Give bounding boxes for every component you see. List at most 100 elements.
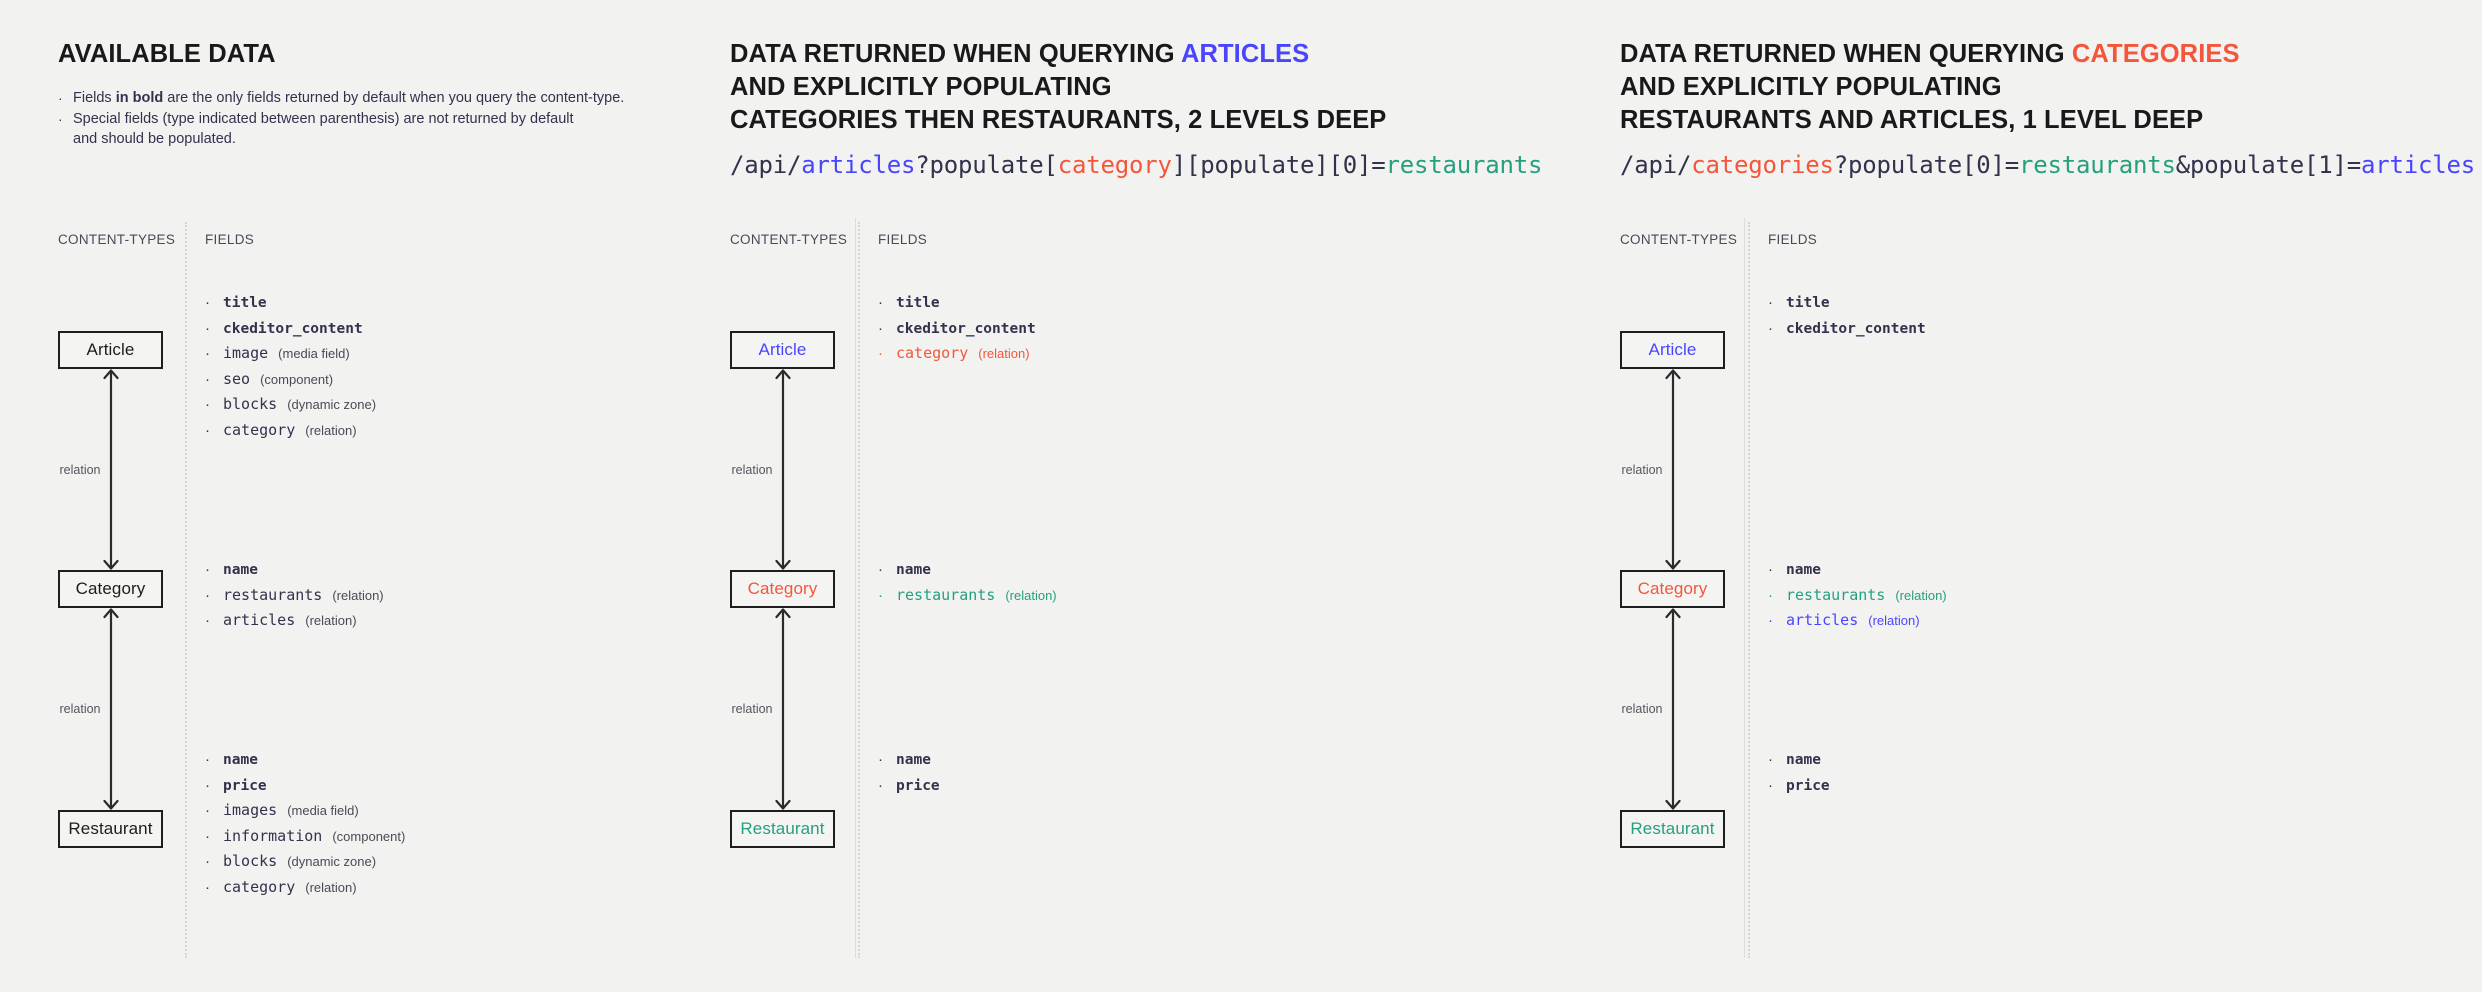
relation-arrow	[99, 369, 123, 570]
field-row: ·title	[205, 290, 376, 316]
field-name: blocks	[223, 395, 278, 413]
column-label-content-types: CONTENT-TYPES	[58, 232, 176, 247]
content-type-node-restaurant[interactable]: Restaurant	[730, 810, 835, 848]
bullet-icon: ·	[205, 586, 210, 604]
bullet-icon: ·	[878, 319, 883, 337]
field-row: ·name	[878, 557, 1057, 583]
bullet-icon: ·	[878, 776, 883, 794]
bullet-icon: ·	[1768, 319, 1773, 337]
relation-arrow	[771, 369, 795, 570]
bullet-icon: ·	[205, 878, 210, 896]
field-type: (relation)	[305, 422, 357, 438]
heading-segment: AND EXPLICITLY POPULATING	[1620, 73, 2002, 101]
bullet-icon: ·	[1768, 586, 1773, 604]
relation-label: relation	[731, 462, 773, 477]
content-type-node-article[interactable]: Article	[58, 331, 163, 369]
field-list-restaurant: ·name·price·images(media field)·informat…	[205, 747, 405, 900]
bullet-icon: ·	[205, 802, 210, 819]
column-label-content-types: CONTENT-TYPES	[1620, 232, 1738, 247]
field-name: category	[223, 877, 296, 896]
field-name: title	[1786, 295, 1830, 311]
field-type: (relation)	[1868, 613, 1920, 628]
bullet-icon: ·	[205, 319, 210, 337]
url-segment: categories	[1691, 151, 1834, 179]
field-type: (media field)	[287, 803, 359, 818]
field-row: · restaurants (relation)	[1768, 583, 1947, 609]
api-endpoint-url: /api/articles?populate[category][populat…	[730, 150, 1542, 180]
field-row: ·name	[205, 557, 384, 583]
field-type: (media field)	[278, 346, 350, 361]
field-list-restaurant: ·name·price	[1768, 747, 1830, 798]
relation-label: relation	[1621, 462, 1663, 477]
field-name: restaurants	[1786, 585, 1886, 604]
field-list-category: ·name·restaurants(relation)·articles(rel…	[1768, 557, 1947, 634]
field-name: images	[223, 801, 278, 819]
field-row: ·name	[1768, 747, 1830, 773]
column-dotted-divider	[858, 222, 860, 958]
field-type: (component)	[332, 828, 406, 844]
field-type: (component)	[260, 371, 334, 387]
content-type-node-article[interactable]: Article	[1620, 331, 1725, 369]
legend-note: ·Fields in bold are the only fields retu…	[58, 88, 624, 109]
field-type: (relation)	[1005, 587, 1057, 603]
content-type-node-category[interactable]: Category	[58, 570, 163, 608]
field-name: price	[223, 777, 267, 794]
bullet-icon: ·	[205, 421, 210, 439]
content-type-node-category[interactable]: Category	[1620, 570, 1725, 608]
content-type-node-article[interactable]: Article	[730, 331, 835, 369]
url-segment: /api/	[730, 151, 802, 179]
url-segment: ?populate[	[915, 151, 1058, 179]
url-segment: ?populate[0]=	[1833, 151, 2019, 179]
field-row: ·title	[878, 290, 1036, 316]
bullet-icon: ·	[205, 853, 210, 870]
bullet-icon: ·	[58, 110, 63, 127]
field-name: name	[223, 752, 258, 768]
bullet-icon: ·	[205, 345, 210, 362]
panel-heading: AVAILABLE DATA	[58, 38, 276, 71]
panel-divider-1	[855, 218, 856, 958]
bullet-icon: ·	[205, 294, 210, 311]
field-name: ckeditor_content	[1786, 320, 1926, 337]
field-type: (relation)	[1895, 587, 1947, 603]
legend-notes: · Fields in bold are the only fields retu…	[58, 88, 624, 150]
field-name: price	[1786, 777, 1830, 794]
column-label-fields: FIELDS	[878, 232, 928, 247]
content-type-node-restaurant[interactable]: Restaurant	[58, 810, 163, 848]
url-segment: restaurants	[2019, 151, 2176, 179]
legend-note-text: Fields in bold are the only fields retur…	[73, 90, 625, 106]
column-label-fields: FIELDS	[1768, 232, 1818, 247]
url-segment: /api/	[1620, 151, 1692, 179]
field-row: · ckeditor_content	[1768, 316, 1926, 342]
field-name: image	[223, 344, 269, 362]
bullet-icon: ·	[205, 751, 210, 768]
field-row: · seo (component)	[205, 367, 376, 393]
field-name: name	[1786, 752, 1821, 768]
url-segment: ][populate][0]=	[1171, 151, 1386, 179]
bullet-icon: ·	[205, 396, 210, 413]
bullet-icon: ·	[878, 751, 883, 768]
bullet-icon: ·	[1768, 294, 1773, 311]
field-name: blocks	[223, 852, 278, 870]
field-row: ·price	[878, 773, 940, 799]
field-row: · blocks (dynamic zone)	[205, 392, 376, 418]
field-type: (relation)	[305, 879, 357, 895]
content-type-node-restaurant[interactable]: Restaurant	[1620, 810, 1725, 848]
url-segment: category	[1057, 151, 1172, 179]
field-list-article: ·title·ckeditor_content· category (relatio…	[878, 290, 1036, 367]
field-type: (dynamic zone)	[287, 397, 377, 412]
bullet-icon: ·	[205, 370, 210, 388]
field-name: seo	[223, 369, 251, 388]
content-type-node-category[interactable]: Category	[730, 570, 835, 608]
field-type: (dynamic zone)	[287, 854, 377, 869]
relation-label: relation	[1621, 702, 1663, 716]
field-row: ·ckeditor_content	[878, 316, 1036, 342]
heading-segment: CATEGORIES THEN RESTAURANTS, 2 LEVELS DE…	[730, 106, 1387, 134]
field-type: (relation)	[978, 346, 1030, 361]
field-name: category	[896, 344, 969, 362]
heading-segment: RESTAURANTS AND ARTICLES, 1 LEVEL DEEP	[1620, 106, 2204, 134]
heading-segment: ARTICLES	[1180, 40, 1310, 68]
